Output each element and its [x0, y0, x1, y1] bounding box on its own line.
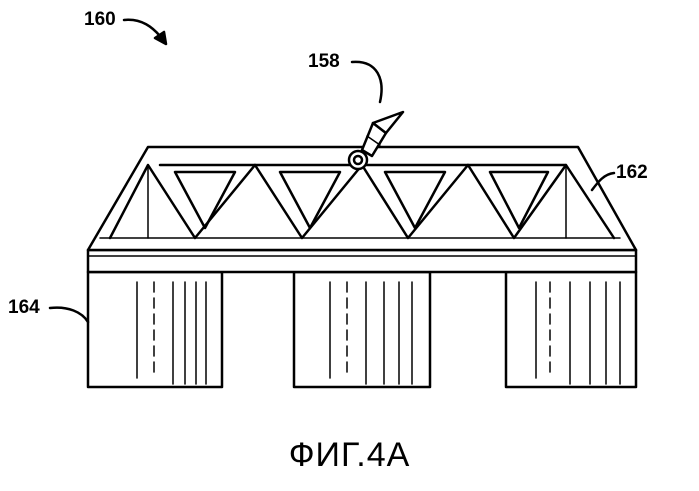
leader-164: [50, 308, 88, 322]
leader-158: [352, 62, 382, 102]
label-160: 160: [84, 10, 116, 29]
pier-middle: [294, 272, 430, 387]
label-158: 158: [308, 52, 340, 71]
leader-160: [124, 20, 160, 36]
pier-middle-body: [294, 272, 430, 387]
pier-left: [88, 272, 222, 387]
pier-right-body: [506, 272, 636, 387]
figure-caption: ФИГ.4А: [0, 438, 699, 472]
deck-slab: [88, 250, 636, 272]
label-162: 162: [616, 163, 648, 182]
piers: [88, 272, 636, 387]
label-164: 164: [8, 298, 40, 317]
pier-right: [506, 272, 636, 387]
pier-left-body: [88, 272, 222, 387]
sensor-mount-ring: [349, 151, 367, 169]
bridge-deck: [88, 250, 636, 272]
